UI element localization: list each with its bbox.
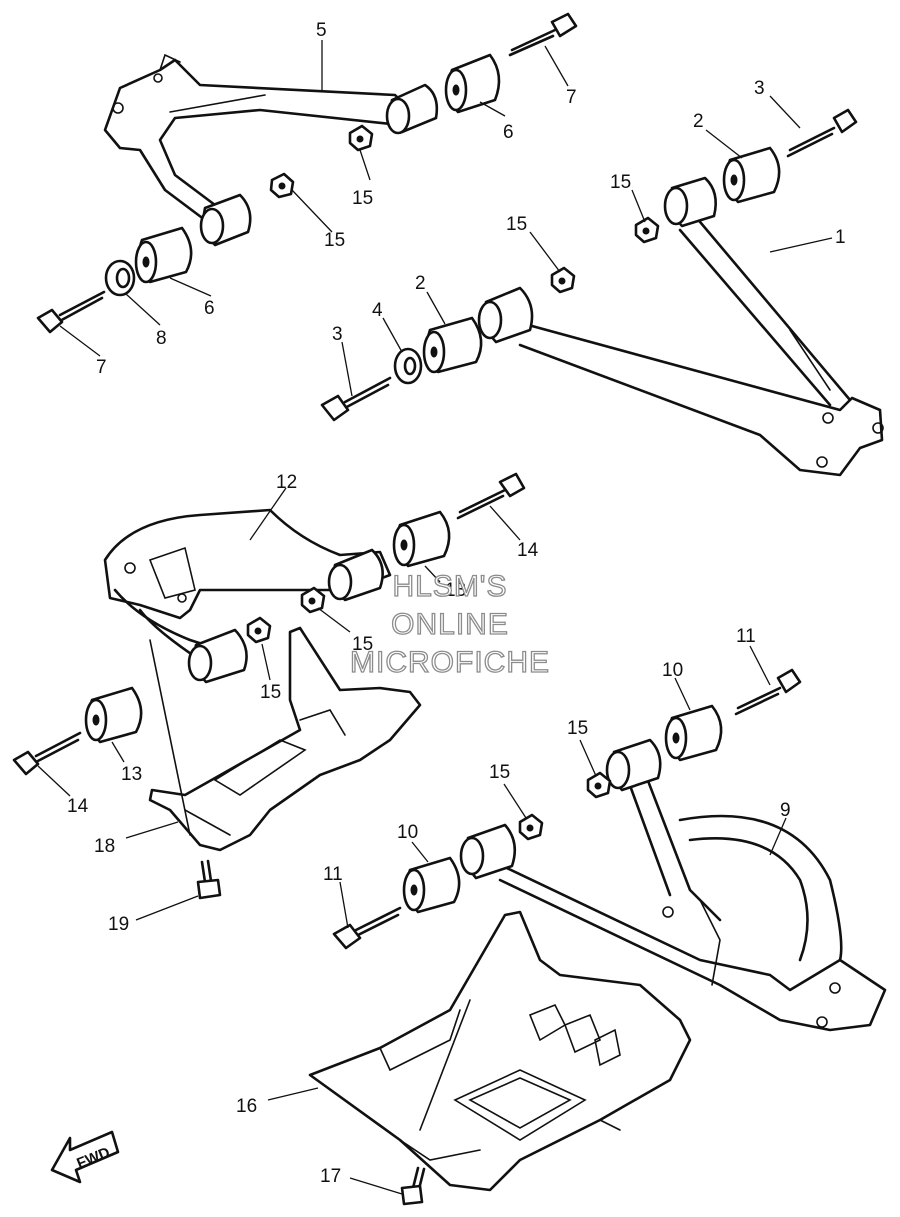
callout-9: 9 — [780, 800, 791, 821]
bolt-7-lower — [36, 290, 106, 334]
washer-8 — [104, 259, 136, 297]
bolt-3-upper — [786, 108, 858, 158]
callout-15-d: 15 — [506, 214, 527, 235]
watermark: HLSM'S ONLINE MICROFICHE — [349, 569, 550, 679]
callout-15-c: 15 — [610, 172, 631, 193]
bushing-10-upper — [664, 704, 723, 762]
nut-15-a — [348, 124, 374, 152]
guard-18 — [148, 626, 422, 852]
callout-13-upper: 13 — [445, 580, 466, 601]
bolt-3-lower — [320, 376, 392, 422]
nut-15-h — [518, 813, 544, 841]
nut-15-f — [246, 616, 272, 644]
bolt-14-lower — [12, 731, 82, 776]
nut-15-c — [634, 216, 660, 244]
callout-16: 16 — [236, 1096, 257, 1117]
watermark-line-3: MICROFICHE — [350, 646, 550, 679]
nut-15-d — [550, 266, 576, 294]
callout-2-upper: 2 — [693, 111, 704, 132]
nut-15-e — [300, 586, 326, 614]
bolt-7-upper — [508, 12, 578, 57]
bushing-2-lower — [422, 316, 483, 374]
upper-arm-5 — [103, 53, 439, 247]
callout-10-upper: 10 — [662, 660, 683, 681]
callout-14-upper: 14 — [517, 540, 539, 561]
bushing-2-upper — [722, 146, 781, 204]
callout-15-f: 15 — [260, 682, 281, 703]
skid-plate-16 — [308, 910, 692, 1192]
callout-10-lower: 10 — [397, 822, 418, 843]
bolt-11-lower — [332, 906, 402, 950]
callout-12: 12 — [276, 472, 297, 493]
watermark-line-2: ONLINE — [391, 608, 509, 641]
callout-18: 18 — [94, 836, 115, 857]
callout-14-lower: 14 — [67, 796, 89, 817]
callout-1: 1 — [835, 227, 846, 248]
callout-7-upper: 7 — [566, 87, 577, 108]
bushing-10-lower — [402, 856, 461, 914]
callout-3-upper: 3 — [754, 78, 765, 99]
forward-direction-arrow: FWD — [50, 1130, 120, 1184]
bushing-13-upper — [392, 510, 451, 568]
callout-8: 8 — [156, 328, 167, 349]
callout-11-lower: 11 — [323, 864, 343, 885]
arm-12 — [103, 508, 392, 684]
callout-6-lower: 6 — [204, 298, 215, 319]
bolt-17 — [400, 1166, 426, 1206]
callout-15-b: 15 — [324, 230, 345, 251]
callout-4: 4 — [372, 300, 383, 321]
leader-lines — [37, 40, 833, 1195]
bolt-19 — [196, 859, 222, 900]
bushing-6-upper — [444, 53, 501, 114]
callout-11-upper: 11 — [736, 626, 756, 647]
nut-15-b — [269, 172, 295, 199]
washer-4 — [393, 347, 423, 385]
watermark-line-1: HLSM'S — [392, 570, 507, 603]
callout-2-lower: 2 — [415, 273, 426, 294]
callout-15-e: 15 — [352, 634, 373, 655]
lower-arm-1 — [477, 176, 884, 477]
callout-15-a: 15 — [352, 188, 373, 209]
bushing-13-lower — [84, 686, 143, 744]
callout-13-lower: 13 — [121, 764, 142, 785]
callout-5: 5 — [316, 20, 327, 41]
callout-labels: 1 2 2 3 3 4 5 6 6 7 7 8 9 10 10 11 11 12… — [67, 20, 846, 1187]
bolt-11-upper — [734, 668, 802, 716]
callout-19: 19 — [108, 914, 129, 935]
callout-6-upper: 6 — [503, 122, 514, 143]
arm-9 — [459, 738, 887, 1032]
callout-3-lower: 3 — [332, 324, 343, 345]
bushing-6-lower — [134, 226, 193, 284]
callout-15-g: 15 — [567, 718, 588, 739]
nut-15-g — [586, 771, 612, 799]
callout-17: 17 — [320, 1166, 341, 1187]
bolt-14-upper — [456, 472, 526, 520]
callout-7-lower: 7 — [96, 357, 107, 378]
callout-15-h: 15 — [489, 762, 510, 783]
